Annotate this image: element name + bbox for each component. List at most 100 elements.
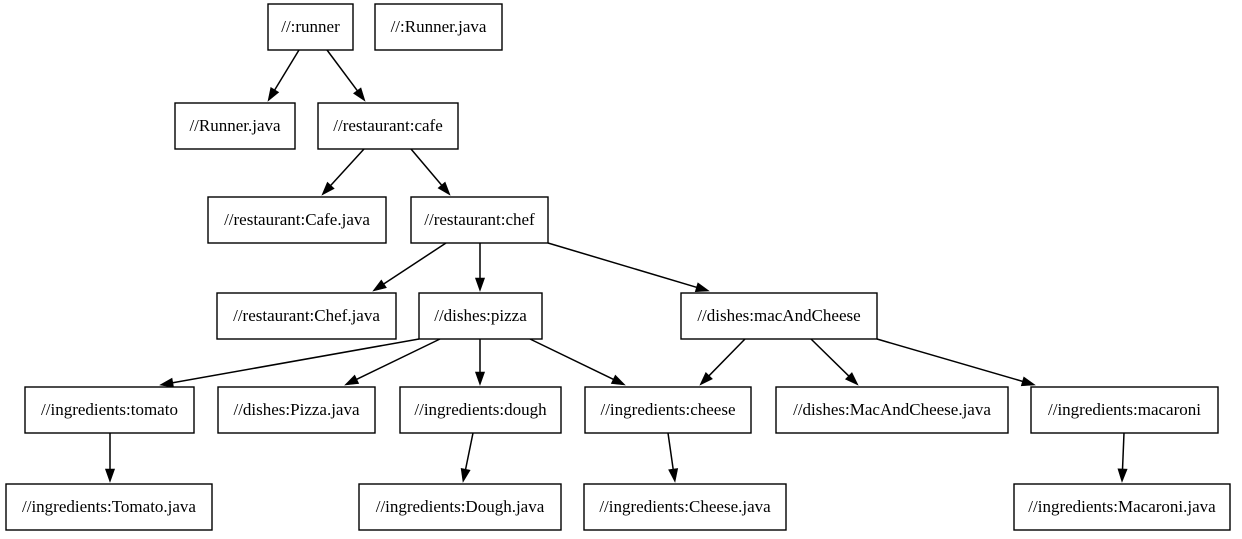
graph-node-restaurant_Chef_java[interactable]: //restaurant:Chef.java [216,292,397,340]
graph-node-dishes_pizza[interactable]: //dishes:pizza [418,292,543,340]
graph-edge [529,338,626,386]
edge-arrowhead [474,371,486,386]
node-box[interactable] [217,386,376,434]
node-box[interactable] [358,483,562,531]
graph-edge [1117,432,1128,483]
edge-arrowhead [694,282,710,293]
graph-node-root_Runner_java[interactable]: //:Runner.java [374,3,503,51]
node-box[interactable] [317,102,459,150]
edge-arrowhead [1020,376,1036,387]
node-label: //ingredients:macaroni [1048,400,1201,419]
node-label: //dishes:pizza [434,306,527,325]
node-box[interactable] [399,386,562,434]
edge-arrowhead [844,372,859,386]
node-label: //ingredients:Macaroni.java [1028,497,1216,516]
node-box[interactable] [24,386,195,434]
node-box[interactable] [584,386,752,434]
node-box[interactable] [1013,483,1231,531]
node-label: //ingredients:Tomato.java [22,497,196,516]
graph-node-restaurant_cafe[interactable]: //restaurant:cafe [317,102,459,150]
edge-line [667,432,674,470]
graph-edge [326,49,366,102]
graph-node-dishes_Pizza_java[interactable]: //dishes:Pizza.java [217,386,376,434]
graph-edge [372,242,447,292]
edge-arrowhead [104,468,116,483]
node-label: //restaurant:Chef.java [233,306,380,325]
edge-line [547,242,697,289]
graph-node-ing_Tomato_java[interactable]: //ingredients:Tomato.java [5,483,213,531]
graph-node-ing_Macaroni_java[interactable]: //ingredients:Macaroni.java [1013,483,1231,531]
graph-node-runner[interactable]: //:runner [267,3,354,51]
node-box[interactable] [775,386,1009,434]
edge-arrowhead [267,87,280,102]
edge-line [172,338,420,384]
node-box[interactable] [267,3,354,51]
graph-edge [267,49,300,102]
edge-line [356,338,441,381]
node-label: //dishes:macAndCheese [697,306,860,325]
edge-arrowhead [437,181,451,196]
node-label: //ingredients:cheese [600,400,735,419]
graph-edge [547,242,710,293]
node-box[interactable] [1030,386,1219,434]
node-box[interactable] [410,196,549,244]
graph-node-ing_tomato[interactable]: //ingredients:tomato [24,386,195,434]
graph-node-Runner_java[interactable]: //Runner.java [174,102,296,150]
node-label: //dishes:Pizza.java [233,400,360,419]
edge-arrowhead [668,468,679,483]
node-label: //dishes:MacAndCheese.java [793,400,991,419]
graph-node-restaurant_Cafe_java[interactable]: //restaurant:Cafe.java [207,196,387,244]
graph-edges-layer [104,49,1128,483]
node-box[interactable] [207,196,387,244]
node-label: //:Runner.java [391,17,487,36]
edge-line [1121,432,1125,470]
graph-edge [474,339,486,386]
node-label: //restaurant:Cafe.java [224,210,370,229]
node-label: //:runner [281,17,340,36]
graph-node-restaurant_chef[interactable]: //restaurant:chef [410,196,549,244]
graph-node-ing_macaroni[interactable]: //ingredients:macaroni [1030,386,1219,434]
edge-line [876,338,1023,383]
graph-node-dishes_MacAndCheese_java[interactable]: //dishes:MacAndCheese.java [775,386,1009,434]
edge-line [708,338,746,377]
graph-edge [876,338,1036,387]
edge-line [330,148,365,186]
graph-node-ing_dough[interactable]: //ingredients:dough [399,386,562,434]
node-label: //ingredients:dough [414,400,547,419]
node-box[interactable] [680,292,878,340]
node-label: //ingredients:Cheese.java [599,497,771,516]
graph-node-ing_Cheese_java[interactable]: //ingredients:Cheese.java [583,483,787,531]
edge-arrowhead [474,277,486,292]
graph-edge [474,243,486,292]
edge-line [410,148,443,186]
graph-edge [410,148,451,196]
edge-arrowhead [321,181,335,196]
graph-node-ing_cheese[interactable]: //ingredients:cheese [584,386,752,434]
edge-line [383,242,447,285]
node-label: //restaurant:cafe [333,116,443,135]
node-box[interactable] [216,292,397,340]
node-box[interactable] [5,483,213,531]
graph-edge [344,338,441,386]
edge-arrowhead [372,279,387,292]
node-label: //ingredients:tomato [41,400,178,419]
node-box[interactable] [374,3,503,51]
graph-node-ing_Dough_java[interactable]: //ingredients:Dough.java [358,483,562,531]
graph-edge [321,148,365,196]
edge-line [274,49,300,91]
node-label: //ingredients:Dough.java [376,497,545,516]
edge-arrowhead [353,87,366,102]
node-box[interactable] [174,102,296,150]
edge-line [464,432,474,470]
node-box[interactable] [418,292,543,340]
graph-node-dishes_macAndCheese[interactable]: //dishes:macAndCheese [680,292,878,340]
edge-arrowhead [460,467,471,483]
node-box[interactable] [583,483,787,531]
edge-arrowhead [699,371,713,386]
edge-arrowhead [610,374,626,386]
node-label: //restaurant:chef [424,210,535,229]
node-label: //Runner.java [189,116,281,135]
